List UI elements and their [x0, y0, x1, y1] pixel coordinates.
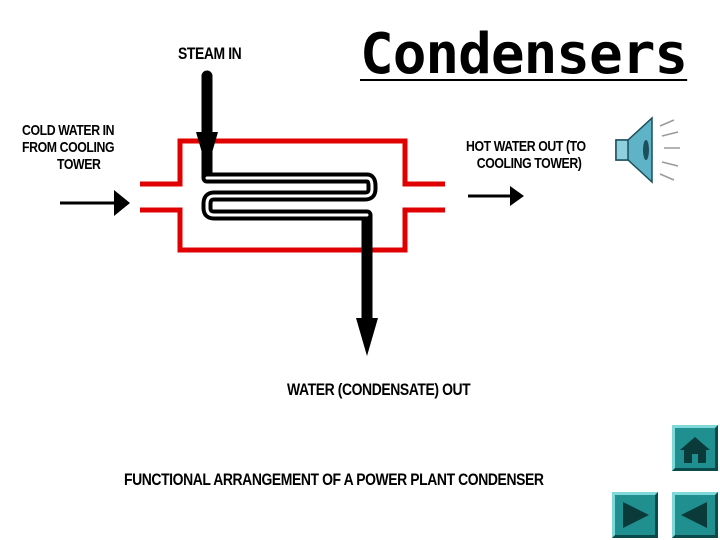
- hot-water-out-label: HOT WATER OUT (TO COOLING TOWER): [466, 138, 586, 173]
- hot-water-out-arrow: [468, 186, 524, 206]
- next-slide-button[interactable]: [612, 492, 658, 538]
- slide-title: Condensers: [360, 22, 688, 87]
- cold-water-in-arrow: [60, 190, 130, 216]
- cold-water-in-line-3: TOWER: [56, 155, 101, 173]
- cold-water-in-line-1: COLD WATER IN: [22, 122, 115, 139]
- hot-water-out-line-2: COOLING TOWER): [476, 154, 582, 172]
- steam-in-label: STEAM IN: [178, 44, 242, 63]
- cold-water-in-label: COLD WATER IN FROM COOLING TOWER: [22, 122, 115, 173]
- condensate-out-label: WATER (CONDENSATE) OUT: [287, 380, 471, 399]
- home-button[interactable]: [672, 425, 718, 471]
- home-icon: [680, 437, 710, 463]
- diagram-caption: FUNCTIONAL ARRANGEMENT OF A POWER PLANT …: [124, 470, 544, 489]
- cold-water-in-line-2: FROM COOLING: [22, 138, 115, 156]
- play-right-icon: [623, 502, 649, 528]
- previous-slide-button[interactable]: [672, 492, 718, 538]
- condenser-shell: [140, 138, 445, 253]
- condensate-out-arrow: [356, 318, 378, 356]
- steam-in-arrow: [196, 132, 218, 170]
- hot-water-out-line-1: HOT WATER OUT (TO: [466, 138, 586, 155]
- play-left-icon: [681, 502, 707, 528]
- speaker-icon[interactable]: [612, 112, 684, 188]
- steam-tube: [201, 70, 378, 336]
